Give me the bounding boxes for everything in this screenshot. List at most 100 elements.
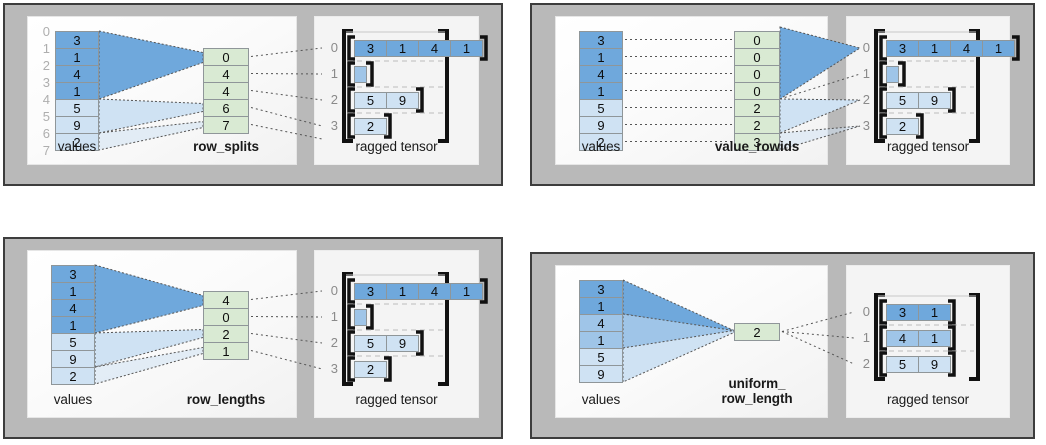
ragged-cell: 5 — [354, 335, 387, 352]
ragged-cell: 1 — [450, 283, 483, 300]
ragged-cell: 4 — [886, 330, 919, 347]
ragged-row-index: 0 — [330, 283, 338, 298]
ragged-cell: 2 — [354, 361, 387, 378]
ragged-cell: 3 — [354, 283, 387, 300]
right-card-row-lengths — [314, 250, 479, 418]
ragged-caption-row-lengths: ragged tensor — [355, 392, 438, 407]
value-cell: 5 — [51, 333, 95, 351]
ragged-cell: 5 — [354, 92, 387, 109]
value-cell: 3 — [55, 31, 99, 49]
value-cell: 5 — [579, 99, 623, 117]
ragged-row-index: 0 — [862, 304, 870, 319]
ragged-caption-uniform-row-length: ragged tensor — [886, 392, 969, 407]
ragged-cell: 5 — [886, 356, 919, 373]
value-cell: 9 — [579, 116, 623, 134]
ragged-cell: 9 — [918, 92, 951, 109]
value-cell: 1 — [579, 48, 623, 66]
partition-cell: 2 — [734, 99, 780, 117]
partition-caption-value-rowids: value_rowids — [714, 139, 800, 154]
values-caption-row-splits: values — [57, 139, 97, 154]
partition-cell: 2 — [734, 323, 780, 341]
value-cell: 1 — [579, 82, 623, 100]
ragged-row-index: 3 — [330, 361, 338, 376]
value-cell: 9 — [579, 365, 623, 383]
partition-cell: 4 — [203, 82, 249, 100]
ragged-row-index: 2 — [330, 92, 338, 107]
value-cell: 1 — [579, 297, 623, 315]
ragged-row-index: 1 — [330, 309, 338, 324]
ragged-cell: 1 — [386, 40, 419, 57]
partition-column-uniform-row-length: 2 — [734, 323, 780, 341]
partition-caption-row-lengths: row_lengths — [186, 392, 266, 407]
value-cell: 1 — [51, 316, 95, 334]
ragged-row-index: 1 — [330, 66, 338, 81]
ragged-row-index: 0 — [862, 40, 870, 55]
ragged-cell: 1 — [918, 304, 951, 321]
ragged-cell: 1 — [918, 40, 951, 57]
value-cell: 3 — [51, 265, 95, 283]
value-cell: 1 — [55, 48, 99, 66]
value-index-label: 4 — [42, 92, 50, 107]
partition-cell: 0 — [203, 308, 249, 326]
ragged-cell: 9 — [386, 92, 419, 109]
partition-cell: 0 — [734, 48, 780, 66]
partition-cell: 2 — [734, 116, 780, 134]
ragged-cell: 3 — [354, 40, 387, 57]
ragged-row-index: 2 — [862, 92, 870, 107]
partition-cell: 0 — [203, 48, 249, 66]
partition-cell: 0 — [734, 82, 780, 100]
value-cell: 2 — [579, 133, 623, 151]
partition-cell: 6 — [203, 99, 249, 117]
partition-cell: 0 — [734, 65, 780, 83]
value-cell: 5 — [579, 348, 623, 366]
partition-cell: 4 — [203, 291, 249, 309]
value-index-label: 6 — [42, 126, 50, 141]
value-index-label: 7 — [42, 143, 50, 158]
value-cell: 2 — [51, 367, 95, 385]
ragged-row-index: 1 — [862, 330, 870, 345]
ragged-row-index: 2 — [862, 356, 870, 371]
ragged-cell: 4 — [950, 40, 983, 57]
value-cell: 9 — [55, 116, 99, 134]
values-caption-value-rowids: values — [581, 139, 621, 154]
ragged-cell: 4 — [418, 40, 451, 57]
partition-cell: 0 — [734, 31, 780, 49]
value-cell: 4 — [579, 65, 623, 83]
values-caption-row-lengths: values — [53, 392, 93, 407]
ragged-cell: 1 — [450, 40, 483, 57]
partition-cell: 7 — [203, 116, 249, 134]
value-cell: 1 — [579, 331, 623, 349]
ragged-row-index: 3 — [862, 118, 870, 133]
ragged-cell: 9 — [918, 356, 951, 373]
ragged-row-index: 1 — [862, 66, 870, 81]
ragged-cell: 3 — [886, 40, 919, 57]
ragged-cell: 1 — [982, 40, 1015, 57]
value-index-label: 0 — [42, 24, 50, 39]
value-cell: 4 — [55, 65, 99, 83]
values-caption-uniform-row-length: values — [581, 392, 621, 407]
ragged-cell: 5 — [886, 92, 919, 109]
ragged-cell: 2 — [886, 118, 919, 135]
ragged-cell-empty — [354, 309, 367, 326]
value-cell: 1 — [55, 82, 99, 100]
value-index-label: 1 — [42, 41, 50, 56]
value-index-label: 2 — [42, 58, 50, 73]
value-cell: 1 — [51, 282, 95, 300]
ragged-caption-value-rowids: ragged tensor — [886, 139, 969, 154]
ragged-row-index: 3 — [330, 118, 338, 133]
value-index-label: 3 — [42, 75, 50, 90]
value-cell: 4 — [579, 314, 623, 332]
ragged-row-index: 2 — [330, 335, 338, 350]
